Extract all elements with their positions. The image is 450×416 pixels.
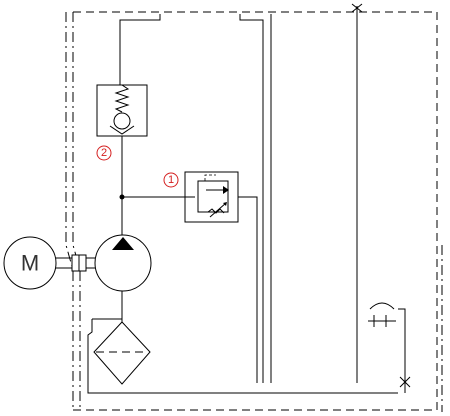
relief-valve-spring bbox=[207, 208, 225, 214]
breather-cap bbox=[368, 302, 396, 327]
check-valve-spring bbox=[114, 84, 130, 113]
drain bbox=[398, 308, 411, 393]
callout-relief-valve-label: 1 bbox=[168, 174, 174, 186]
filter-body bbox=[93, 321, 151, 385]
check-valve-ball bbox=[113, 112, 131, 130]
callout-check-valve-label: 2 bbox=[101, 147, 107, 159]
tank-outline-left-outer bbox=[65, 12, 74, 410]
pressure-line bbox=[119, 14, 195, 240]
check-valve-body bbox=[96, 84, 148, 137]
pump-body bbox=[94, 234, 152, 292]
callout-check-valve: 2 bbox=[96, 145, 112, 161]
callout-relief-valve: 1 bbox=[163, 172, 179, 188]
tank-outline bbox=[73, 11, 438, 411]
relief-valve-adjust-arrow bbox=[209, 202, 227, 218]
check-valve bbox=[96, 84, 148, 137]
drain-plug-2 bbox=[399, 376, 411, 388]
pressure-line-top bbox=[119, 14, 161, 85]
relief-valve-adjust-arrowhead bbox=[223, 202, 227, 206]
relief-valve-return-line bbox=[238, 196, 258, 383]
pump-direction-triangle bbox=[112, 237, 134, 250]
coupling bbox=[56, 254, 95, 272]
pump bbox=[94, 234, 152, 322]
callout-relief-valve-circle bbox=[163, 172, 179, 188]
breather-cap-top bbox=[369, 302, 395, 310]
filter bbox=[87, 318, 398, 394]
return-line-a bbox=[239, 14, 264, 383]
return-line-c-plug-2 bbox=[351, 3, 363, 13]
return-lines bbox=[239, 3, 363, 383]
tank-outline-left bbox=[72, 12, 81, 410]
drain-line bbox=[398, 308, 406, 393]
motor: M bbox=[3, 236, 57, 290]
callout-check-valve-circle bbox=[96, 145, 112, 161]
relief-valve-flow-arrowhead bbox=[223, 186, 229, 194]
relief-valve-envelope bbox=[197, 180, 229, 213]
relief-valve bbox=[184, 171, 258, 383]
relief-valve-pilot-line bbox=[204, 174, 216, 181]
check-valve-seat bbox=[109, 125, 135, 135]
motor-label: M bbox=[21, 251, 39, 276]
motor-body bbox=[3, 236, 57, 290]
suction-return-line bbox=[87, 319, 398, 394]
junction-dot bbox=[119, 194, 125, 200]
